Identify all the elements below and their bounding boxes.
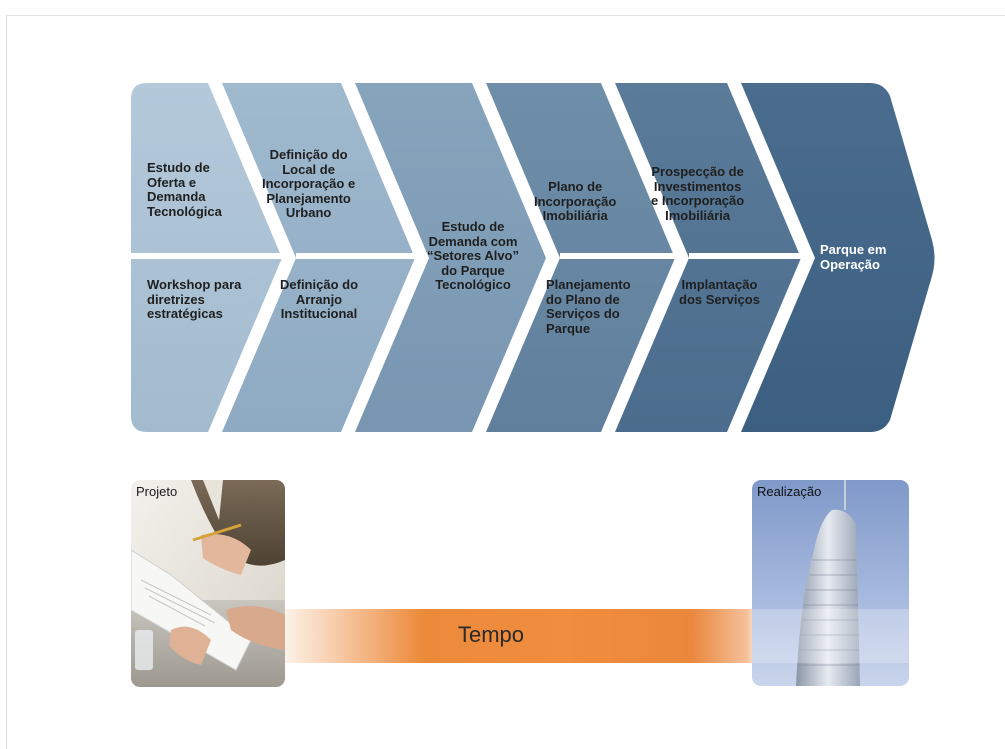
projeto-photo: Projeto [131,480,285,687]
stage-6-shape [741,83,935,432]
stage-4-bottom-label: Planejamento do Plano de Serviços do Par… [546,277,631,336]
stage-1-top-label: Estudo de Oferta e Demanda Tecnológica [147,160,222,219]
meeting-image [131,480,285,687]
realizacao-label: Realização [757,484,822,499]
stage-2-bottom-label: Definição do Arranjo Institucional [280,277,359,321]
realizacao-photo: Realização [752,480,909,686]
stage-5-bottom-label: Implantação dos Serviços [679,277,760,307]
stage-3-label: Estudo de Demanda com “Setores Alvo” do … [427,219,519,292]
skyscraper-image [752,480,909,686]
slide-frame [6,15,1005,749]
stage-6-label: Parque em Operação [820,242,887,272]
stage-5-top-label: Prospecção de Investimentos e Incorporaç… [651,164,745,223]
stage-2-top-label: Definição do Local de Incorporação e Pla… [262,147,356,220]
stage-4-top-label: Plano de Incorporação Imobiliária [534,179,617,223]
time-label: Tempo [458,622,525,647]
stage-3-shape [355,83,546,432]
projeto-label: Projeto [136,484,178,499]
stage-1-bottom-label: Workshop para diretrizes estratégicas [147,277,242,321]
